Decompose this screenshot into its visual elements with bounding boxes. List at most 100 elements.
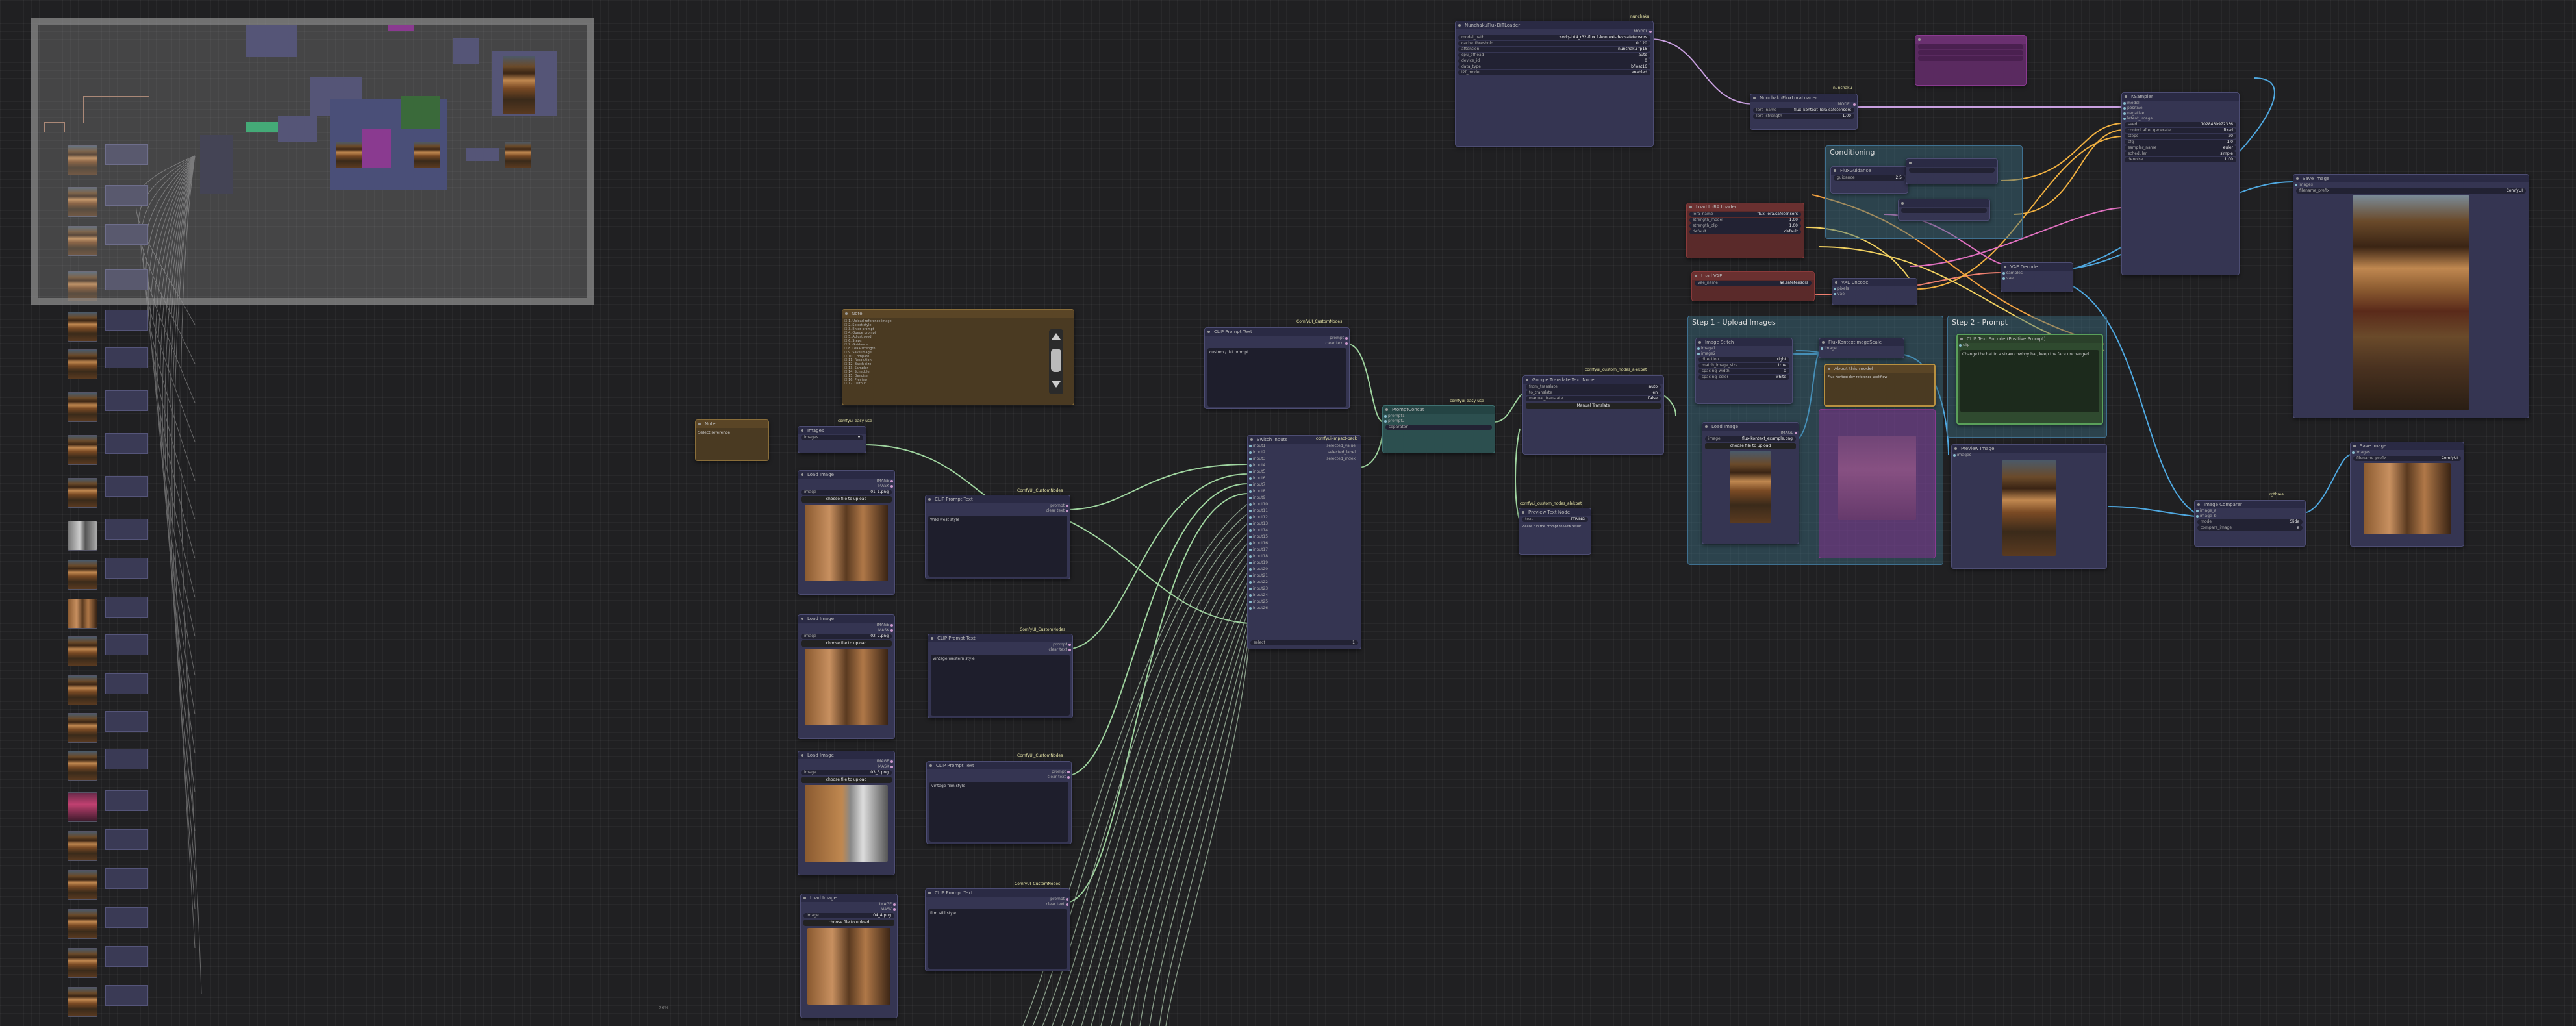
upload-button[interactable]: choose file to upload: [801, 640, 892, 647]
thumb-image[interactable]: [68, 792, 97, 822]
prompt-textarea[interactable]: Change the hat to a straw cowboy hat, ke…: [1960, 350, 2099, 412]
prompt-textarea[interactable]: film still style: [928, 909, 1067, 969]
switch-input-slot[interactable]: input17: [1248, 547, 1361, 554]
switch-input-slot[interactable]: input25: [1248, 599, 1361, 606]
switch-input-slot[interactable]: input4: [1248, 463, 1361, 469]
switch-input-slot[interactable]: input20: [1248, 567, 1361, 573]
clip-prompt-node-3[interactable]: CLIP Prompt Text prompt clear text vinta…: [926, 761, 1072, 844]
upload-button[interactable]: choose file to upload: [801, 496, 892, 503]
switch-input-slot[interactable]: input22: [1248, 580, 1361, 586]
switch-input-slot[interactable]: input10: [1248, 502, 1361, 508]
thumb-image[interactable]: [68, 948, 97, 978]
switch-input-slot[interactable]: input7: [1248, 482, 1361, 489]
switch-input-slot[interactable]: input19: [1248, 560, 1361, 567]
clip-prompt-node-1[interactable]: CLIP Prompt Text prompt clear text Wild …: [925, 495, 1070, 579]
note-list-node[interactable]: Note ☐ 1. Upload reference image☐ 2. Sel…: [842, 309, 1074, 405]
switch-input-slot[interactable]: input9: [1248, 495, 1361, 502]
switch-input-slot[interactable]: input11: [1248, 508, 1361, 515]
upload-button[interactable]: choose file to upload: [801, 777, 892, 783]
thumb-image[interactable]: [68, 349, 97, 379]
switch-input-slot[interactable]: input23: [1248, 586, 1361, 593]
prompt-textarea[interactable]: Wild west style: [928, 516, 1067, 577]
upload-button[interactable]: choose file to upload: [1705, 443, 1796, 449]
thumb-image[interactable]: [68, 392, 97, 422]
left-text-node[interactable]: [105, 946, 148, 967]
minimap[interactable]: [31, 18, 594, 305]
google-translate-node[interactable]: Google Translate Text Node from_translat…: [1522, 375, 1664, 455]
upload-button[interactable]: choose file to upload: [803, 920, 894, 926]
switch-input-slot[interactable]: input5: [1248, 469, 1361, 476]
thumb-image[interactable]: [68, 521, 97, 551]
prompt-textarea[interactable]: custom / list prompt: [1207, 348, 1346, 407]
left-text-node[interactable]: [105, 985, 148, 1006]
switch-input-slot[interactable]: input15: [1248, 534, 1361, 541]
switch-output-slot[interactable]: selected_label: [1328, 450, 1356, 455]
prompt-concat-node[interactable]: PromptConcat prompt1 prompt2 separator: [1382, 405, 1495, 453]
left-text-node[interactable]: [105, 433, 148, 454]
prompt-textarea[interactable]: vintage western style: [931, 655, 1070, 716]
thumb-image[interactable]: [68, 831, 97, 861]
switch-input-slot[interactable]: input13: [1248, 521, 1361, 528]
purple-group-node[interactable]: [1915, 35, 2027, 86]
left-text-node[interactable]: [105, 868, 148, 889]
thumb-image[interactable]: [68, 636, 97, 666]
thumb-image[interactable]: [68, 675, 97, 705]
left-text-node[interactable]: [105, 269, 148, 290]
about-note-node[interactable]: About this model Flux Kontext dev refere…: [1824, 364, 1936, 407]
clip-prompt-node-2[interactable]: CLIP Prompt Text prompt clear text vinta…: [928, 634, 1073, 718]
switch-input-slot[interactable]: input8: [1248, 489, 1361, 495]
left-text-node[interactable]: [105, 673, 148, 694]
switch-input-slot[interactable]: input26: [1248, 606, 1361, 612]
clip-prompt-node-top[interactable]: CLIP Prompt Text prompt clear text custo…: [1204, 327, 1350, 409]
left-text-node[interactable]: [105, 558, 148, 579]
left-text-node[interactable]: [105, 347, 148, 368]
thumb-image[interactable]: [68, 478, 97, 508]
scroll-up-icon[interactable]: [1052, 333, 1061, 340]
switch-output-slot[interactable]: selected_value: [1326, 444, 1356, 448]
switch-output-slot[interactable]: selected_index: [1326, 457, 1356, 461]
flux-kontext-scale-node[interactable]: FluxKontextImageScale image: [1819, 338, 1904, 358]
left-text-node[interactable]: [105, 597, 148, 618]
preview-image-node[interactable]: Preview Image images: [1951, 444, 2107, 569]
purple-bypassed-block[interactable]: [1819, 409, 1936, 558]
conditioning-node-2[interactable]: [1906, 158, 1998, 184]
switch-input-slot[interactable]: input14: [1248, 528, 1361, 534]
thumb-image[interactable]: [68, 187, 97, 217]
switch-input-slot[interactable]: input6: [1248, 476, 1361, 482]
note-scrollbar[interactable]: [1049, 329, 1063, 394]
thumb-image[interactable]: [68, 226, 97, 256]
scroll-down-icon[interactable]: [1052, 381, 1061, 388]
